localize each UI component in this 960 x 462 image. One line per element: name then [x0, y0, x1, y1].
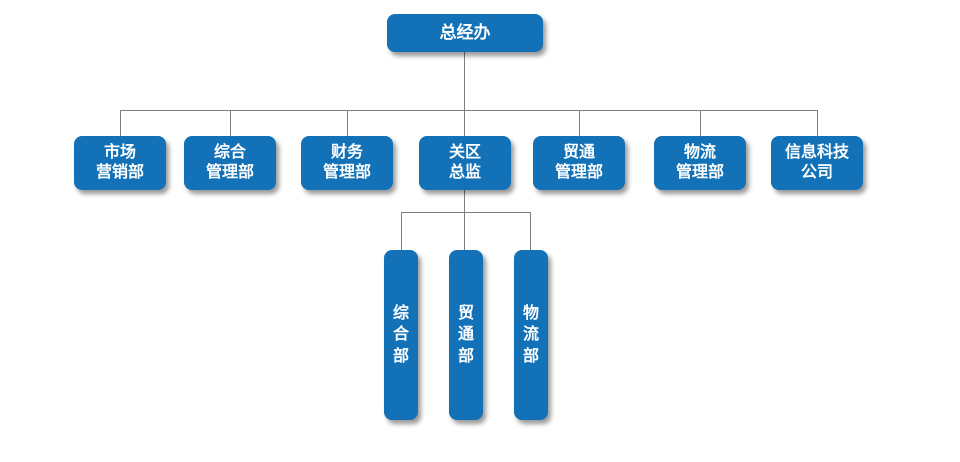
connector-subdrop-general [401, 212, 402, 250]
connector-drop-marketing [120, 110, 121, 137]
connector-main-rail [120, 110, 818, 111]
connector-customs-stem [464, 190, 465, 250]
connector-drop-it [817, 110, 818, 137]
connector-drop-general [230, 110, 231, 137]
org-node-logistics-admin-dept: 物流 管理部 [654, 136, 746, 190]
org-node-sub-trade-dept: 贸 通 部 [449, 250, 483, 420]
org-node-finance-dept: 财务 管理部 [301, 136, 393, 190]
org-node-marketing-dept: 市场 营销部 [74, 136, 166, 190]
connector-drop-customs [464, 110, 465, 137]
org-node-trade-admin-dept: 贸通 管理部 [533, 136, 625, 190]
org-node-customs-director: 关区 总监 [419, 136, 511, 190]
org-node-sub-general-dept: 综 合 部 [384, 250, 418, 420]
org-node-it-company: 信息科技 公司 [771, 136, 863, 190]
connector-drop-trade [579, 110, 580, 137]
org-node-sub-logistics-dept: 物 流 部 [514, 250, 548, 420]
org-node-root: 总经办 [387, 14, 543, 52]
connector-drop-finance [347, 110, 348, 137]
connector-root-stem [464, 52, 465, 110]
org-node-general-admin-dept: 综合 管理部 [184, 136, 276, 190]
connector-customs-rail [401, 212, 531, 213]
connector-drop-logistics [700, 110, 701, 137]
connector-subdrop-logistics [530, 212, 531, 250]
